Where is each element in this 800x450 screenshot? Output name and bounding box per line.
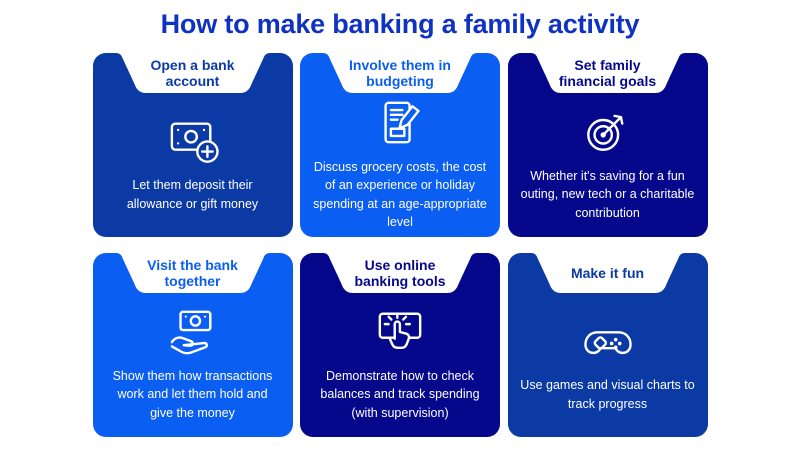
card-body: Use games and visual charts to track pro…	[508, 293, 708, 437]
info-card: Set family financial goals Whether it's …	[507, 53, 708, 237]
card-title: Make it fun	[570, 265, 645, 281]
info-card: Make it fun Use games and visual charts	[507, 253, 708, 437]
page-title: How to make banking a family activity	[160, 9, 640, 39]
card-notch-shape	[115, 53, 270, 93]
card-title: Involve them in budgeting	[349, 57, 451, 89]
card-notch-shape	[323, 53, 477, 93]
target-dart-icon	[579, 108, 637, 156]
info-card: Open a bank account Let them	[92, 53, 293, 237]
card-body: Demonstrate how to check balances and tr…	[300, 293, 500, 437]
card-title: Open a bank account	[150, 57, 235, 89]
hand-money-icon	[164, 308, 222, 356]
card-description: Demonstrate how to check balances and tr…	[320, 368, 480, 420]
card-body: Discuss grocery costs, the cost of an ex…	[300, 93, 500, 237]
card-notch-shape	[530, 53, 685, 93]
card-title: Use online banking tools	[354, 257, 446, 289]
card-description: Discuss grocery costs, the cost of an ex…	[313, 159, 487, 230]
info-card: Use online banking tools Demonstrate how…	[300, 253, 500, 437]
card-notch-shape	[323, 253, 477, 293]
card-grid: Open a bank account Let them	[92, 53, 708, 437]
card-body: Whether it's saving for a fun outing, ne…	[508, 93, 708, 237]
card-title: Visit the bank together	[147, 257, 238, 289]
card-description: Whether it's saving for a fun outing, ne…	[520, 168, 695, 220]
card-body: Show them how transactions work and let …	[93, 293, 293, 437]
card-notch-shape	[115, 253, 270, 293]
info-card: Involve them in budgeting Discuss grocer…	[300, 53, 500, 237]
banknote-plus-icon	[164, 117, 222, 165]
card-body: Let them deposit their allowance or gift…	[93, 93, 293, 237]
tap-screen-icon	[371, 308, 429, 356]
info-card: Visit the bank together Show them how t	[92, 253, 293, 437]
card-notch-shape	[530, 253, 685, 293]
document-pencil-icon	[371, 99, 429, 147]
card-title: Set family financial goals	[558, 57, 657, 89]
card-description: Use games and visual charts to track pro…	[520, 378, 695, 411]
card-description: Let them deposit their allowance or gift…	[126, 178, 259, 211]
game-controller-icon	[579, 317, 637, 365]
card-description: Show them how transactions work and let …	[112, 368, 273, 420]
